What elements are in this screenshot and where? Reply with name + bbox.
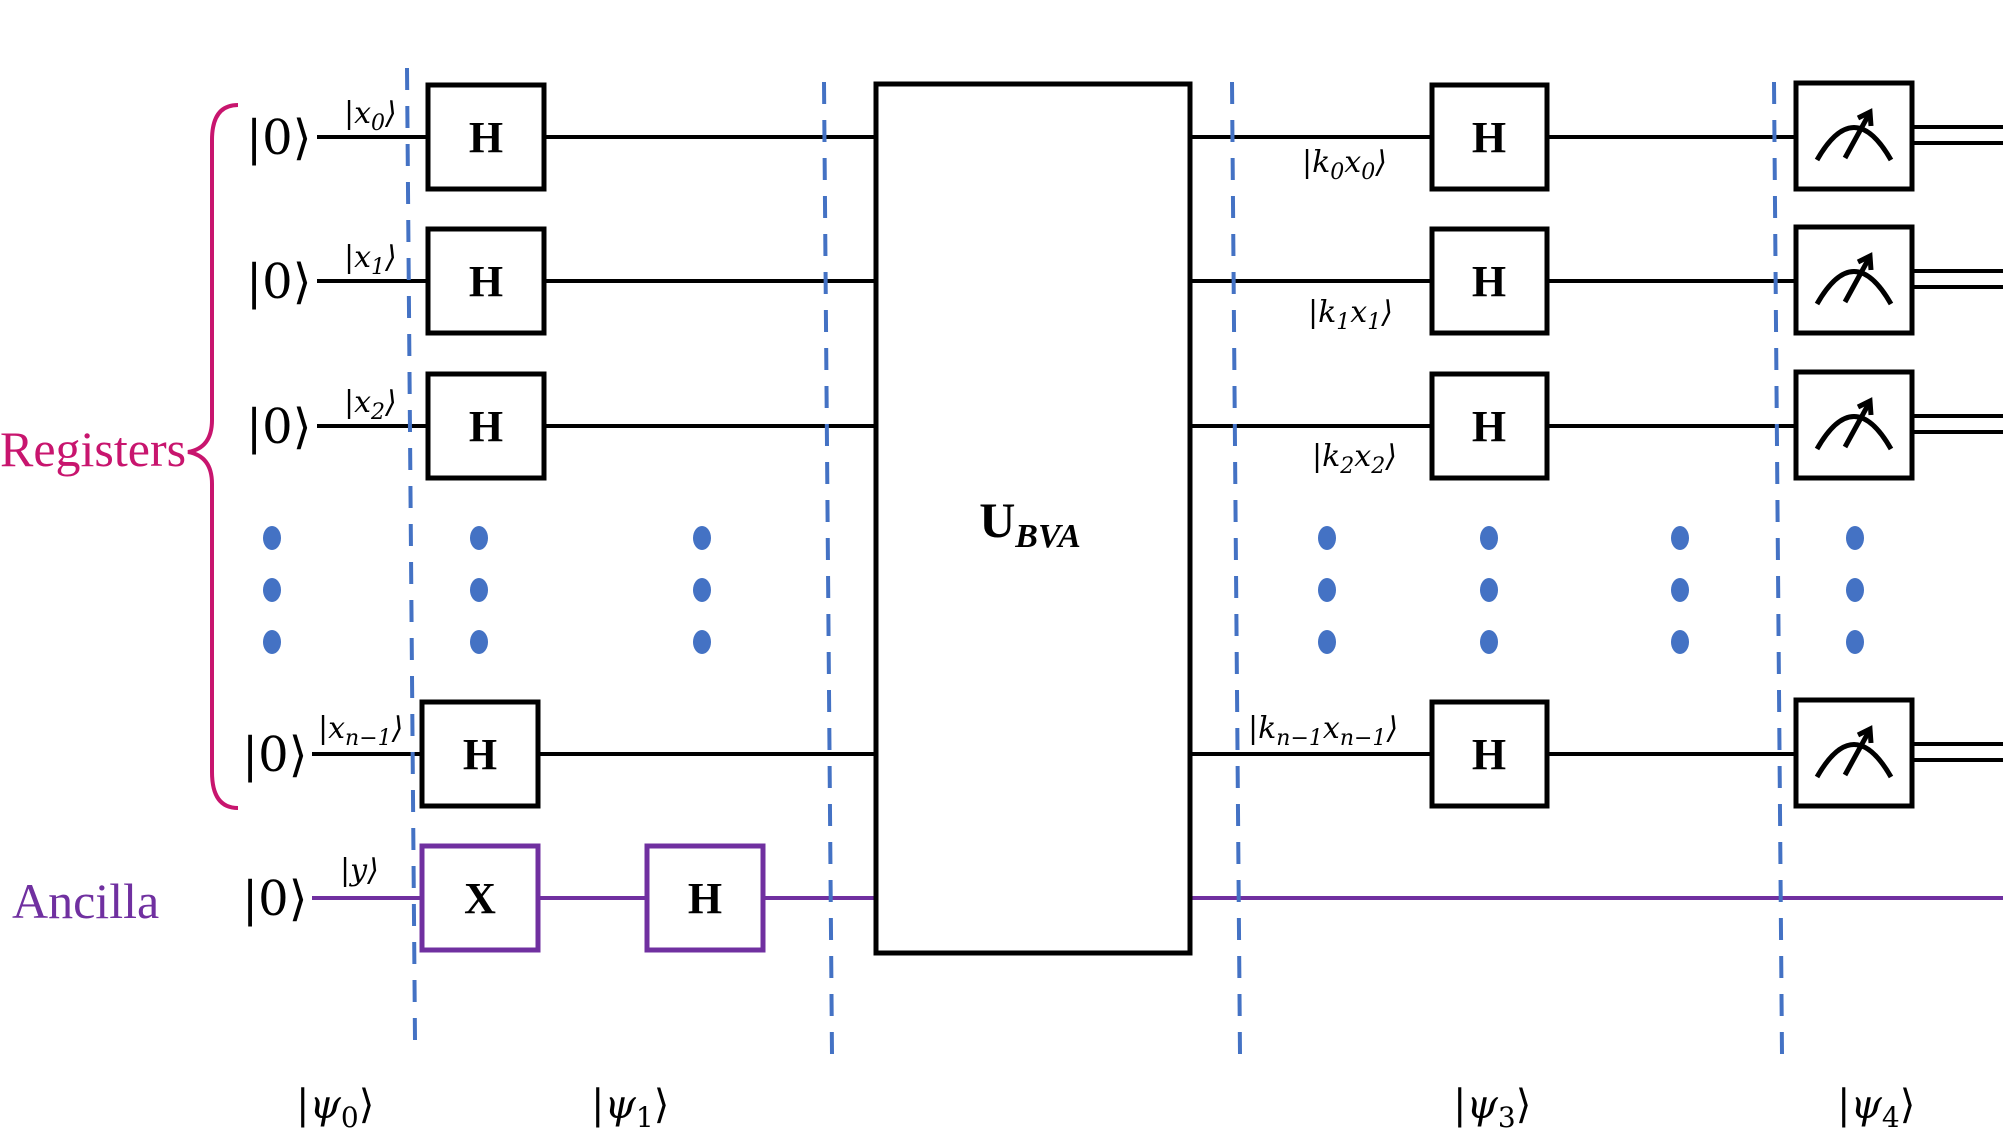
meter-needle-icon — [1842, 403, 1871, 449]
measure-box-q1 — [1793, 224, 1915, 336]
ket-x2: |x2⟩ — [344, 385, 397, 425]
hadamard-gate-qn-out — [1429, 699, 1550, 809]
meter-needle-icon — [1842, 731, 1871, 777]
measure-box-qn — [1793, 697, 1915, 809]
ket-zero-q0: |0⟩ — [246, 110, 311, 166]
input-kets: |x0⟩ |x1⟩ |x2⟩ |xn−1⟩ |y⟩ — [318, 96, 403, 888]
meter-icon — [1814, 742, 1894, 779]
state-psi3: |ψ3⟩ — [1453, 1082, 1531, 1134]
x-gate-ancilla — [419, 843, 541, 953]
hadamard-gate-q1 — [425, 226, 547, 336]
barrier-psi3 — [1230, 81, 1242, 1056]
gate-label-h: H — [1472, 113, 1506, 162]
measure-q1 — [1793, 224, 1915, 336]
hadamard-gates-right — [1429, 82, 1550, 809]
meter-arrowhead-icon — [1856, 252, 1874, 271]
ellipsis-icon — [1480, 526, 1498, 654]
hadamard-gate-q2 — [425, 371, 547, 481]
ket-zero-qn: |0⟩ — [242, 727, 307, 783]
barrier-psi4 — [1772, 81, 1784, 1056]
ancilla-label: Ancilla — [12, 873, 159, 929]
gate-label-h: H — [1472, 257, 1506, 306]
gate-label-h: H — [469, 113, 503, 162]
ket-zero-ancilla: |0⟩ — [242, 871, 307, 927]
ellipsis-icon — [470, 526, 488, 654]
gate-labels: H H H H X H H H H H — [463, 113, 1506, 923]
hadamard-gate-ancilla — [644, 843, 766, 953]
classical-wires — [1912, 125, 2003, 762]
gate-label-h: H — [1472, 730, 1506, 779]
registers-brace — [187, 103, 239, 810]
hadamard-gate-q0-out — [1429, 82, 1550, 192]
ket-k0x0: |k0x0⟩ — [1302, 145, 1387, 185]
measure-box-q2 — [1793, 369, 1915, 481]
hadamard-gate-q0 — [425, 82, 547, 192]
meter-arrowhead-icon — [1856, 108, 1874, 127]
meter-needle-icon — [1842, 114, 1871, 160]
ancilla-gates — [419, 843, 766, 953]
meter-icon — [1814, 414, 1894, 451]
meter-needle-icon — [1842, 258, 1871, 304]
ket-k1x1: |k1x1⟩ — [1308, 295, 1393, 335]
meter-icon — [1814, 125, 1894, 162]
ket-x0: |x0⟩ — [344, 96, 397, 136]
ket-y: |y⟩ — [340, 853, 379, 888]
ellipsis-icon — [693, 526, 711, 654]
state-psi0: |ψ0⟩ — [296, 1082, 374, 1134]
output-kets: |k0x0⟩ |k1x1⟩ |k2x2⟩ |kn−1xn−1⟩ — [1248, 145, 1398, 751]
hadamard-gate-qn — [419, 699, 541, 809]
gate-label-h: H — [463, 730, 497, 779]
measure-box-q0 — [1793, 80, 1915, 192]
oracle-label: UBVA — [979, 492, 1081, 555]
ellipsis-icon — [263, 526, 281, 654]
hadamard-gate-q2-out — [1429, 371, 1550, 481]
state-labels: |ψ0⟩ |ψ1⟩ |ψ3⟩ |ψ4⟩ — [296, 1082, 1915, 1134]
gate-label-h: H — [469, 402, 503, 451]
meter-arrowhead-icon — [1856, 725, 1874, 744]
ket-zero-q1: |0⟩ — [246, 254, 311, 310]
meter-arrowhead-icon — [1856, 397, 1874, 416]
initial-kets: |0⟩ |0⟩ |0⟩ |0⟩ |0⟩ — [242, 110, 311, 927]
gate-label-h: H — [1472, 402, 1506, 451]
ket-xn-1: |xn−1⟩ — [318, 711, 403, 751]
hadamard-gates-left — [419, 82, 547, 809]
ellipsis-dots — [263, 526, 1864, 654]
measure-qn — [1793, 697, 1915, 809]
gate-label-x: X — [464, 874, 496, 923]
oracle-box — [873, 81, 1193, 956]
state-psi1: |ψ1⟩ — [591, 1082, 669, 1134]
register-wires — [312, 135, 1795, 756]
state-psi4: |ψ4⟩ — [1837, 1082, 1915, 1134]
ket-zero-q2: |0⟩ — [246, 399, 311, 455]
barrier-psi1 — [822, 81, 834, 1056]
measurement-gates — [1793, 80, 1915, 809]
registers-label: Registers — [0, 421, 186, 477]
ellipsis-icon — [1318, 526, 1336, 654]
ket-kn-1xn-1: |kn−1xn−1⟩ — [1248, 711, 1398, 751]
meter-icon — [1814, 269, 1894, 306]
ket-k2x2: |k2x2⟩ — [1312, 439, 1397, 479]
barrier-psi0 — [405, 67, 417, 1041]
gate-label-h: H — [688, 874, 722, 923]
measure-q0 — [1793, 80, 1915, 192]
ellipsis-icon — [1846, 526, 1864, 654]
barriers — [405, 67, 1784, 1056]
ket-x1: |x1⟩ — [344, 240, 397, 280]
ellipsis-icon — [1671, 526, 1689, 654]
gate-label-h: H — [469, 257, 503, 306]
hadamard-gate-q1-out — [1429, 226, 1550, 336]
measure-q2 — [1793, 369, 1915, 481]
